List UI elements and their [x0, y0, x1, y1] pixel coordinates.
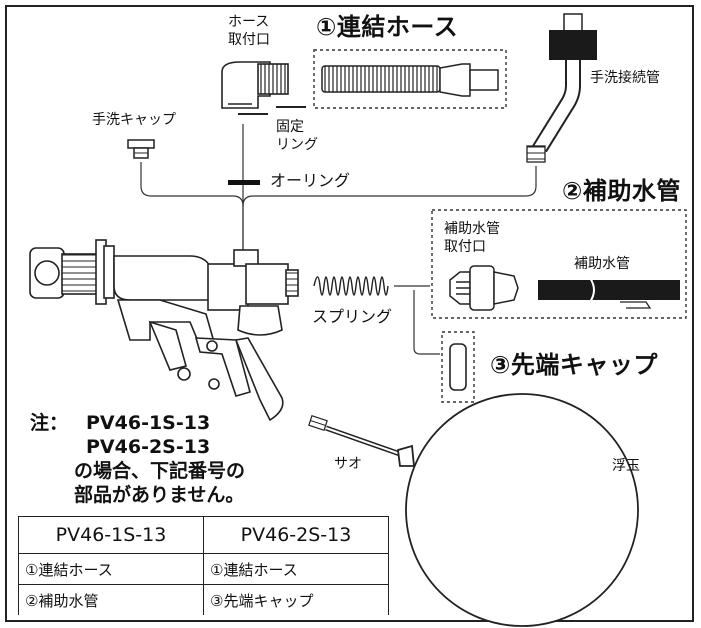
hand-wash-cap-part: [127, 139, 155, 159]
note-line-2: PV46-2S-13: [86, 436, 211, 458]
hand-wash-pipe-part: [526, 13, 597, 163]
diagram-frame: [5, 5, 694, 622]
table-cell: ③先端キャップ: [203, 584, 389, 615]
table-cell: ①連結ホース: [203, 553, 389, 585]
note-prefix: 注：: [30, 412, 69, 434]
note-line-3: の場合、下記番号の: [74, 460, 246, 482]
missing-parts-table: PV46-1S-13 PV46-2S-13 ①連結ホース ①連結ホース ②補助水…: [18, 516, 389, 615]
tip-cap-part: [449, 343, 467, 391]
tip-cap-box: [441, 331, 475, 403]
note-line-4: 部品がありません。: [74, 484, 245, 506]
float-ball-part: [397, 393, 639, 627]
aux-pipe-mount-part: [449, 265, 519, 311]
table-header-2s: PV46-2S-13: [203, 516, 389, 554]
hand-wash-cap-label: 手洗キャップ: [92, 112, 176, 128]
o-ring-part: [228, 180, 260, 185]
rod-part: [308, 415, 401, 457]
hand-wash-pipe-label: 手洗接続管: [590, 70, 660, 86]
note-line-1: PV46-1S-13: [86, 412, 211, 434]
connecting-hose-title: ①連結ホース: [316, 13, 459, 41]
table-cell: ②補助水管: [18, 584, 204, 615]
aux-pipe-box: [431, 209, 687, 319]
ball-valve-body: [29, 239, 299, 422]
table-cell: ①連結ホース: [18, 553, 204, 585]
o-ring-label: オーリング: [270, 171, 351, 190]
spring-label: スプリング: [312, 307, 393, 326]
hose-mount-part: [221, 61, 289, 109]
table-header-1s: PV46-1S-13: [18, 516, 204, 554]
aux-water-pipe-title: ②補助水管: [562, 177, 681, 205]
leader-lines: [140, 124, 537, 355]
aux-pipe-label: 補助水管: [574, 256, 630, 272]
aux-pipe-part: [538, 277, 680, 309]
fixing-ring-label: 固定 リング: [276, 119, 318, 154]
fixing-ring-part: [238, 106, 306, 115]
spring-part: [313, 276, 389, 296]
connecting-hose-box: [313, 49, 507, 109]
float-label: 浮玉: [612, 458, 640, 474]
hose-mount-label: ホース 取付口: [228, 14, 270, 48]
tip-cap-title: ③先端キャップ: [490, 351, 658, 379]
rod-label: サオ: [334, 456, 362, 472]
connecting-hose-part: [321, 63, 499, 97]
aux-pipe-mount-label: 補助水管 取付口: [444, 221, 500, 256]
